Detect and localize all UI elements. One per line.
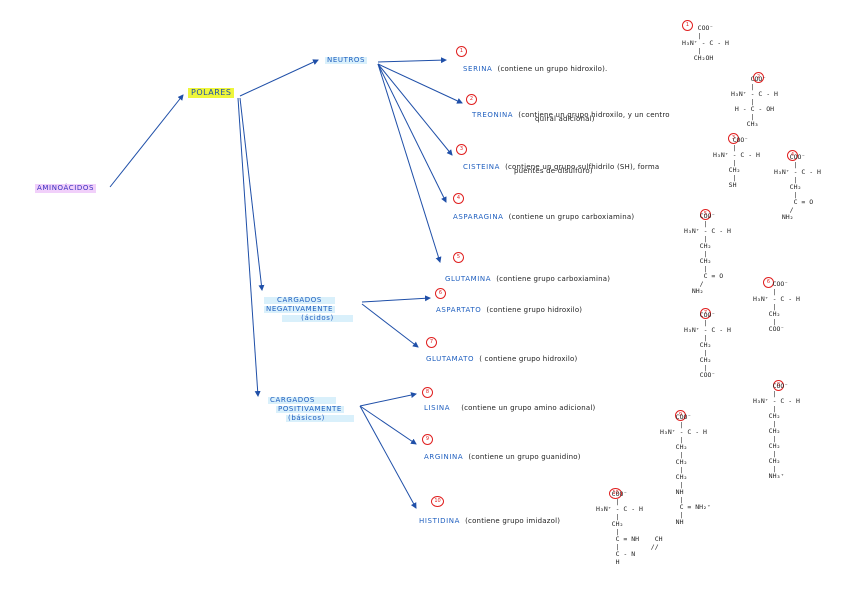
amino-desc: (contiene un grupo hidroxilo). (497, 65, 608, 73)
number-badge: 2 (466, 94, 477, 105)
arrow-positivos-arginina (359, 405, 417, 445)
node-negativos-line3: (ácidos) (282, 315, 353, 322)
amino-name: GLUTAMATO (426, 355, 475, 363)
amino-name: TREONINA (472, 111, 514, 119)
arrow-negativos-aspartato (361, 295, 431, 303)
amino-desc-line2: puentes de disulfuro) (514, 167, 593, 175)
structure-glutamina: COO⁻ | H₃N⁺ - C - H | CH₂ | CH₂ | C = O … (684, 212, 731, 295)
amino-desc: (contiene un grupo sulfhidrilo (SH), for… (505, 163, 660, 171)
arrow-neutros-glutamina (377, 63, 442, 263)
amino-name: ASPARTATO (436, 306, 482, 314)
amino-desc: (contiene grupo carboxiamina) (496, 275, 611, 283)
arrow-polares-neutros (239, 59, 319, 97)
amino-desc: (contiene grupo hidroxilo) (486, 306, 583, 314)
number-badge: 2 (753, 72, 764, 83)
amino-desc-line2: quiral adicional) (535, 115, 595, 123)
structure-histidina: COO⁻ | H₃N⁺ - C - H | CH₂ | C = NH CH | … (596, 490, 663, 566)
arrow-neutros-asparagina (377, 63, 447, 203)
structure-lisina: COO⁻ | H₃N⁺ - C - H | CH₂ | CH₂ | CH₂ | … (753, 382, 800, 480)
number-badge: 6 (763, 277, 774, 288)
number-badge: 5 (453, 252, 464, 263)
arrow-neutros-cisteina (377, 63, 453, 156)
amino-desc: (contiene un grupo carboxiamina) (508, 213, 635, 221)
amino-name: SERINA (463, 65, 493, 73)
arrow-polares-negativos (239, 97, 265, 291)
amino-desc: (contiene grupo imidazol) (465, 517, 561, 525)
amino-name: HISTIDINA (419, 517, 460, 525)
number-badge: 4 (787, 150, 798, 161)
node-negativos-line1: CARGADOS (264, 297, 335, 304)
number-badge: 7 (426, 337, 437, 348)
number-badge: 10 (431, 496, 444, 507)
number-badge: 6 (435, 288, 446, 299)
number-badge: 1 (456, 46, 467, 57)
number-badge: 8 (422, 387, 433, 398)
structure-treonina: COO⁻ | H₃N⁺ - C - H | H - C - OH | CH₃ (731, 75, 778, 128)
number-badge: 4 (453, 193, 464, 204)
leaf-asparagina: ASPARAGINA (contiene un grupo carboxiami… (453, 206, 634, 222)
number-badge: 9 (675, 410, 686, 421)
node-positivos-line3: (básicos) (286, 415, 354, 422)
number-badge: 3 (728, 133, 739, 144)
node-negativos-line2: NEGATIVAMENTE (264, 305, 335, 313)
number-badge: 3 (456, 144, 467, 155)
leaf-treonina: TREONINA (contiene un grupo hidroxilo, y… (472, 104, 670, 120)
arrow-neutros-serina (377, 57, 447, 64)
number-badge: 8 (773, 380, 784, 391)
node-positivos-line1: CARGADOS (268, 397, 336, 404)
structure-serina: COO⁻ | H₃N⁺ - C - H | CH₂OH (682, 24, 729, 62)
number-badge: 1 (682, 20, 693, 31)
arrow-root-polares (109, 94, 184, 188)
leaf-arginina: ARGININA (contiene un grupo guanidino) (424, 446, 581, 462)
amino-desc: ( contiene grupo hidroxilo) (479, 355, 578, 363)
leaf-aspartato: ASPARTATO (contiene grupo hidroxilo) (436, 299, 582, 315)
structure-asparagina: COO⁻ | H₃N⁺ - C - H | CH₂ | C = O / NH₂ (774, 153, 821, 221)
structure-arginina: COO⁻ | H₃N⁺ - C - H | CH₂ | CH₂ | CH₂ | … (660, 413, 711, 526)
node-neutros: NEUTROS (325, 56, 368, 64)
amino-name: CISTEINA (463, 163, 500, 171)
amino-name: ARGININA (424, 453, 464, 461)
amino-desc: (contiene un grupo hidroxilo, y un centr… (518, 111, 670, 119)
number-badge: 10 (609, 488, 622, 499)
number-badge: 5 (700, 209, 711, 220)
structure-cisteina: COO⁻ | H₃N⁺ - C - H | CH₂ | SH (713, 136, 760, 189)
root-node-aminoacidos: AMINOÁCIDOS (35, 184, 97, 193)
arrow-negativos-glutamato (361, 303, 419, 348)
leaf-glutamina: GLUTAMINA (contiene grupo carboxiamina) (445, 268, 610, 284)
node-positivos-line2: POSITIVAMENTE (276, 405, 344, 413)
arrow-positivos-histidina (359, 405, 417, 509)
amino-desc: (contiene un grupo guanidino) (468, 453, 581, 461)
amino-name: GLUTAMINA (445, 275, 492, 283)
structure-glutamato: COO⁻ | H₃N⁺ - C - H | CH₂ | CH₂ | COO⁻ (684, 311, 731, 379)
structure-aspartato: COO⁻ | H₃N⁺ - C - H | CH₂ | COO⁻ (753, 280, 800, 333)
arrow-neutros-treonina (377, 63, 463, 104)
node-polares: POLARES (188, 88, 235, 98)
leaf-glutamato: GLUTAMATO ( contiene grupo hidroxilo) (426, 348, 577, 364)
arrow-positivos-lisina (359, 392, 417, 407)
amino-name: LISINA (424, 404, 451, 412)
node-cargados-negativamente: CARGADOS NEGATIVAMENTE (ácidos) (264, 297, 353, 322)
leaf-lisina: LISINA (contiene un grupo amino adiciona… (424, 397, 595, 413)
number-badge: 7 (700, 308, 711, 319)
leaf-histidina: HISTIDINA (contiene grupo imidazol) (419, 510, 560, 526)
leaf-cisteina: CISTEINA (contiene un grupo sulfhidrilo … (463, 156, 659, 172)
node-cargados-positivamente: CARGADOS POSITIVAMENTE (básicos) (268, 397, 354, 422)
amino-name: ASPARAGINA (453, 213, 504, 221)
leaf-serina: SERINA (contiene un grupo hidroxilo). (463, 58, 607, 74)
number-badge: 9 (422, 434, 433, 445)
amino-desc: (contiene un grupo amino adicional) (461, 404, 596, 412)
arrow-polares-positivos (237, 97, 261, 397)
